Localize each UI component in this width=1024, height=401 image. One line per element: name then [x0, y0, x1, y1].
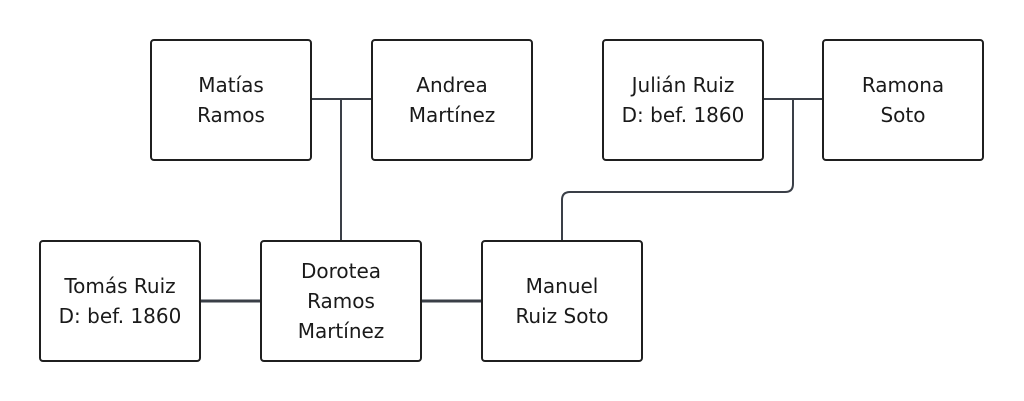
person-name-line: Ramos — [197, 103, 265, 127]
person-name-line: Martínez — [297, 319, 385, 343]
person-name-line: Andrea — [416, 73, 488, 97]
person-name-line: Manuel — [525, 274, 599, 298]
person-box-ramona-soto[interactable]: Ramona Soto — [822, 39, 984, 161]
child-line-manuel — [561, 99, 794, 240]
person-box-matias-ramos[interactable]: Matías Ramos — [150, 39, 312, 161]
person-name-line: Dorotea — [300, 259, 382, 283]
person-name-line: Soto — [880, 103, 926, 127]
person-death-line: D: bef. 1860 — [58, 304, 182, 328]
person-box-julian-ruiz[interactable]: Julián Ruiz D: bef. 1860 — [602, 39, 764, 161]
person-box-tomas-ruiz[interactable]: Tomás Ruiz D: bef. 1860 — [39, 240, 201, 362]
person-box-manuel-ruiz-soto[interactable]: Manuel Ruiz Soto — [481, 240, 643, 362]
person-box-andrea-martinez[interactable]: Andrea Martínez — [371, 39, 533, 161]
person-name-line: Ramos — [307, 289, 375, 313]
person-name-line: Tomás Ruiz — [64, 274, 176, 298]
person-name-line: Ruiz Soto — [515, 304, 609, 328]
person-name-line: Matías — [198, 73, 264, 97]
person-death-line: D: bef. 1860 — [621, 103, 745, 127]
person-name-line: Martínez — [408, 103, 496, 127]
person-name-line: Julián Ruiz — [631, 73, 735, 97]
person-box-dorotea-ramos-martinez[interactable]: Dorotea Ramos Martínez — [260, 240, 422, 362]
person-name-line: Ramona — [861, 73, 945, 97]
